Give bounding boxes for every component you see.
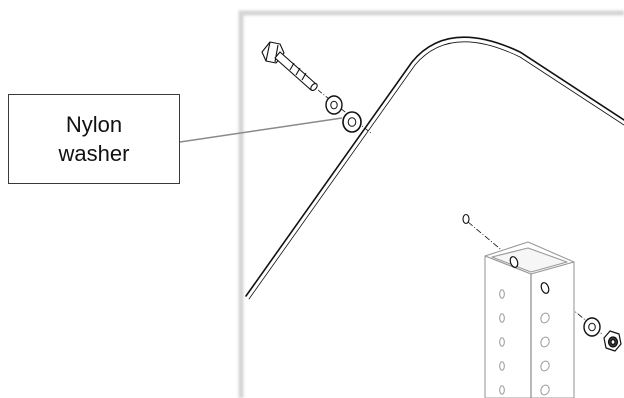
- hex-bolt: [261, 41, 318, 92]
- lock-washer: [325, 95, 343, 115]
- nylon-washer-callout: Nylon washer: [8, 94, 180, 184]
- callout-line-1: Nylon: [65, 112, 123, 137]
- post-holes-right: [540, 312, 550, 396]
- post-holes-left: [499, 289, 505, 395]
- callout-line-2: washer: [58, 141, 130, 166]
- tabletop-edge: [245, 36, 624, 300]
- bolt-axis: [317, 89, 373, 135]
- square-post: [484, 241, 575, 398]
- post-bolt-ends: [509, 256, 550, 294]
- table-hole: [462, 213, 470, 225]
- hex-nut: [603, 330, 622, 352]
- post-washer: [583, 317, 601, 337]
- post-fastener-axis: [467, 221, 603, 335]
- drawing-panel-border: [238, 10, 624, 398]
- callout-leader: [179, 117, 343, 143]
- nylon-washer: [342, 111, 362, 133]
